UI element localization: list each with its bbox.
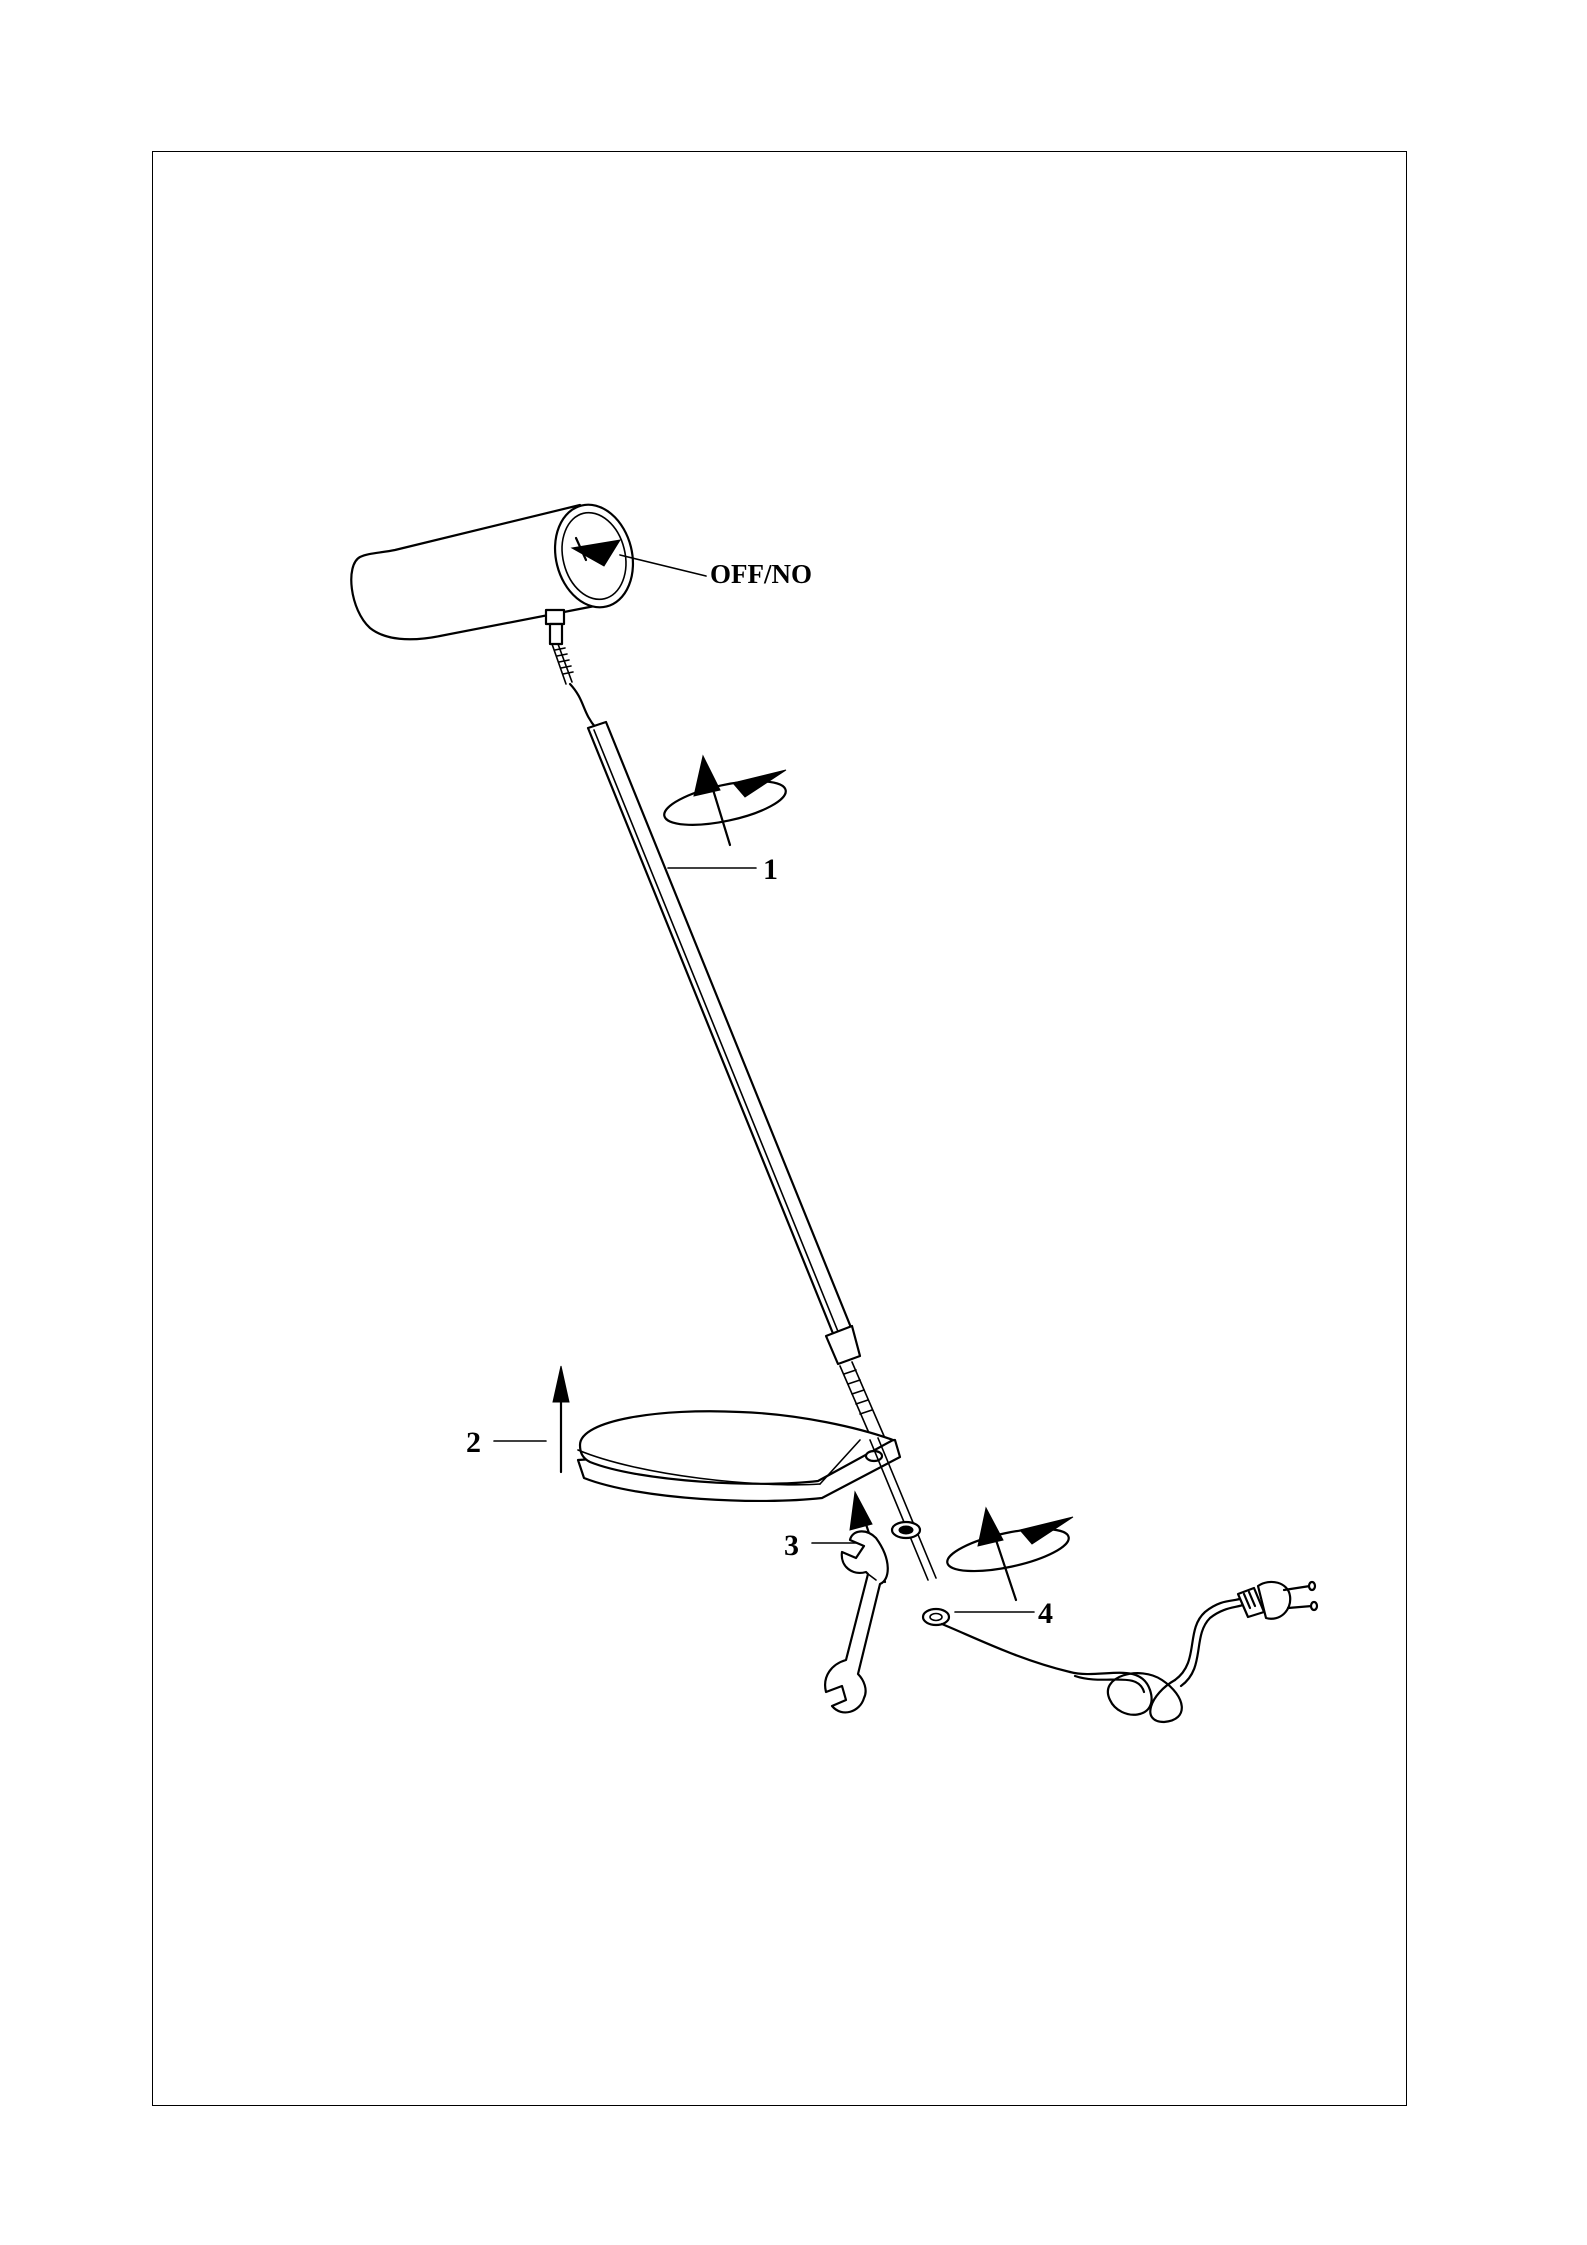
rotate-arrow-icon [661, 756, 790, 845]
lamp-head-icon [351, 496, 706, 728]
part-1-label: 1 [763, 853, 778, 886]
lamp-base-icon [578, 1411, 900, 1501]
rotate-arrow-icon [944, 1508, 1073, 1600]
power-cord-icon [942, 1598, 1245, 1722]
part-2-label: 2 [466, 1426, 481, 1459]
euro-plug-icon [1238, 1582, 1317, 1619]
nut-icon [923, 1609, 949, 1625]
switch-label: OFF/NO [710, 559, 812, 589]
washer-icon [892, 1522, 920, 1538]
part-3-label: 3 [784, 1529, 799, 1562]
part-4-label: 4 [1038, 1597, 1053, 1630]
lamp-pole-icon [588, 722, 884, 1440]
up-arrow-icon [553, 1366, 569, 1472]
wrench-icon [825, 1531, 888, 1712]
